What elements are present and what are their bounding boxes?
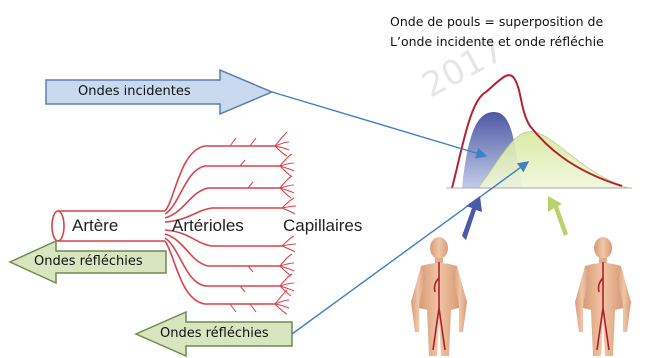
- human-figure-left: [411, 237, 467, 356]
- incident-connector-line: [272, 92, 486, 156]
- reflected-connector-line: [292, 162, 528, 334]
- human-figure-right: [575, 237, 631, 356]
- capillaries-label: Capillaires: [283, 216, 362, 236]
- pulse-waveform: [446, 75, 632, 188]
- caption: Onde de pouls = superposition de L’onde …: [390, 12, 652, 52]
- arterioles-label: Artérioles: [172, 216, 244, 236]
- blue-up-arrow: [462, 196, 482, 240]
- caption-line-1: Onde de pouls = superposition de: [390, 12, 652, 32]
- green-up-arrow: [548, 196, 568, 236]
- caption-line-2: L’onde incidente et onde réfléchie: [390, 32, 652, 52]
- reflected-wave-label-left: Ondes réfléchies: [34, 254, 143, 269]
- incident-wave-label: Ondes incidentes: [78, 84, 191, 99]
- artery-label: Artère: [72, 216, 118, 236]
- reflected-wave-label-bottom: Ondes réfléchies: [160, 326, 269, 341]
